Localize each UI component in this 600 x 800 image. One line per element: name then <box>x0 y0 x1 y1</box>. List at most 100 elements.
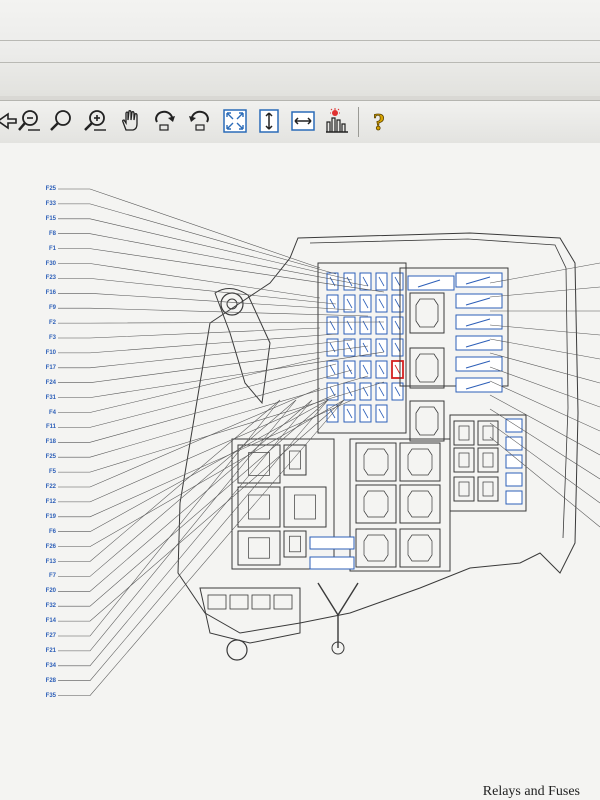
relay <box>399 484 441 524</box>
fit-height-button[interactable] <box>254 106 284 136</box>
help-button[interactable]: ? <box>364 106 394 136</box>
fuse-label: F15 <box>45 215 56 222</box>
rotate-left-icon <box>189 110 209 131</box>
leader-line <box>58 399 329 607</box>
mini-fuse-block <box>317 262 407 434</box>
leader-line <box>58 399 329 681</box>
rotate-left-button[interactable] <box>184 106 214 136</box>
fuse-label: F20 <box>45 588 56 595</box>
fuse-label: F17 <box>45 364 56 371</box>
leader-line <box>489 408 600 480</box>
leader-line <box>58 248 385 293</box>
leader-line <box>58 393 337 503</box>
page-caption: Relays and Fuses <box>482 784 580 799</box>
fuse-label: F3 <box>48 335 56 341</box>
fuse-label: F25 <box>45 186 56 192</box>
relay-small-inner <box>458 481 470 497</box>
fuse-label: F12 <box>45 498 56 505</box>
pan-left-button[interactable] <box>0 106 22 136</box>
fuse-element <box>362 408 369 419</box>
zoom-in-button[interactable] <box>80 106 110 136</box>
zoom-button[interactable] <box>46 106 76 136</box>
leader-line <box>58 387 321 488</box>
fuse-label: F9 <box>48 305 56 312</box>
fuse-label: F28 <box>45 677 56 684</box>
relay-small <box>453 476 475 502</box>
side-fuse <box>505 436 523 451</box>
fuse-label: F4 <box>48 409 56 416</box>
zoom-in-icon <box>84 110 106 131</box>
side-fuse <box>505 490 523 505</box>
fuse-element <box>362 386 369 397</box>
fuse-element <box>346 364 353 375</box>
bottom-slot <box>229 594 249 610</box>
fuse-label: F14 <box>45 618 56 625</box>
maxi-fuse-block <box>399 267 509 387</box>
fuse-label: F11 <box>45 424 56 431</box>
leader-line <box>489 380 600 432</box>
fuse-label: F13 <box>45 558 56 565</box>
fuse-label: F16 <box>45 290 56 297</box>
fuse-element <box>346 320 353 331</box>
leader-line <box>58 263 321 299</box>
leader-line <box>58 375 369 458</box>
leader-line <box>58 399 353 518</box>
fuse-label: F27 <box>45 633 56 639</box>
leader-line <box>58 233 369 287</box>
fuse-label: F25 <box>45 454 56 461</box>
fit-width-icon <box>291 111 315 131</box>
leader-line <box>489 338 600 360</box>
leader-line <box>58 321 385 324</box>
leader-line <box>489 324 600 336</box>
leader-line <box>58 327 321 339</box>
fit-window-button[interactable] <box>220 106 250 136</box>
fuse-element <box>465 297 491 306</box>
housing-inner-outline <box>309 238 569 539</box>
fuse-element <box>465 360 491 369</box>
leader-line <box>58 399 281 637</box>
leader-line <box>58 345 369 383</box>
leader-line <box>58 399 281 562</box>
relay <box>399 528 441 568</box>
hand-pan-button[interactable] <box>116 106 146 136</box>
fuse-element <box>378 342 385 353</box>
fuse-label: F19 <box>45 513 56 520</box>
leader-line <box>58 399 297 652</box>
leader-line <box>489 286 600 298</box>
leader-line <box>58 399 345 696</box>
fuse-label: F18 <box>45 439 56 446</box>
connector-end <box>331 641 345 655</box>
svg-text:?: ? <box>373 110 385 134</box>
fuse-label: F21 <box>45 647 56 654</box>
fuse-label: F2 <box>48 320 56 327</box>
fuse-label: F5 <box>48 469 56 476</box>
fuse-label: F26 <box>45 543 56 550</box>
relay <box>283 486 327 528</box>
fit-height-icon <box>259 109 279 133</box>
maxi-fuse <box>309 556 355 570</box>
relay <box>237 486 281 528</box>
rotate-right-icon <box>155 110 175 131</box>
fuse-label: F32 <box>45 603 56 610</box>
relay <box>355 442 397 482</box>
bottom-slot <box>207 594 227 610</box>
bottom-slot <box>273 594 293 610</box>
relay-inner <box>363 490 389 518</box>
fuse-element <box>346 276 353 287</box>
leader-line <box>58 363 337 428</box>
bottom-slot <box>251 594 271 610</box>
fit-width-button[interactable] <box>288 106 318 136</box>
leader-line <box>58 218 353 281</box>
relay <box>409 400 445 442</box>
leader-line <box>58 307 369 317</box>
highlight-icon <box>326 108 348 133</box>
relay <box>409 292 445 334</box>
leader-line <box>58 333 337 354</box>
highlight-button[interactable] <box>322 106 352 136</box>
zoom-icon <box>50 110 71 131</box>
rotate-right-button[interactable] <box>150 106 180 136</box>
zoom-out-button[interactable] <box>14 106 44 136</box>
relay <box>399 442 441 482</box>
fuse-element <box>465 318 491 327</box>
